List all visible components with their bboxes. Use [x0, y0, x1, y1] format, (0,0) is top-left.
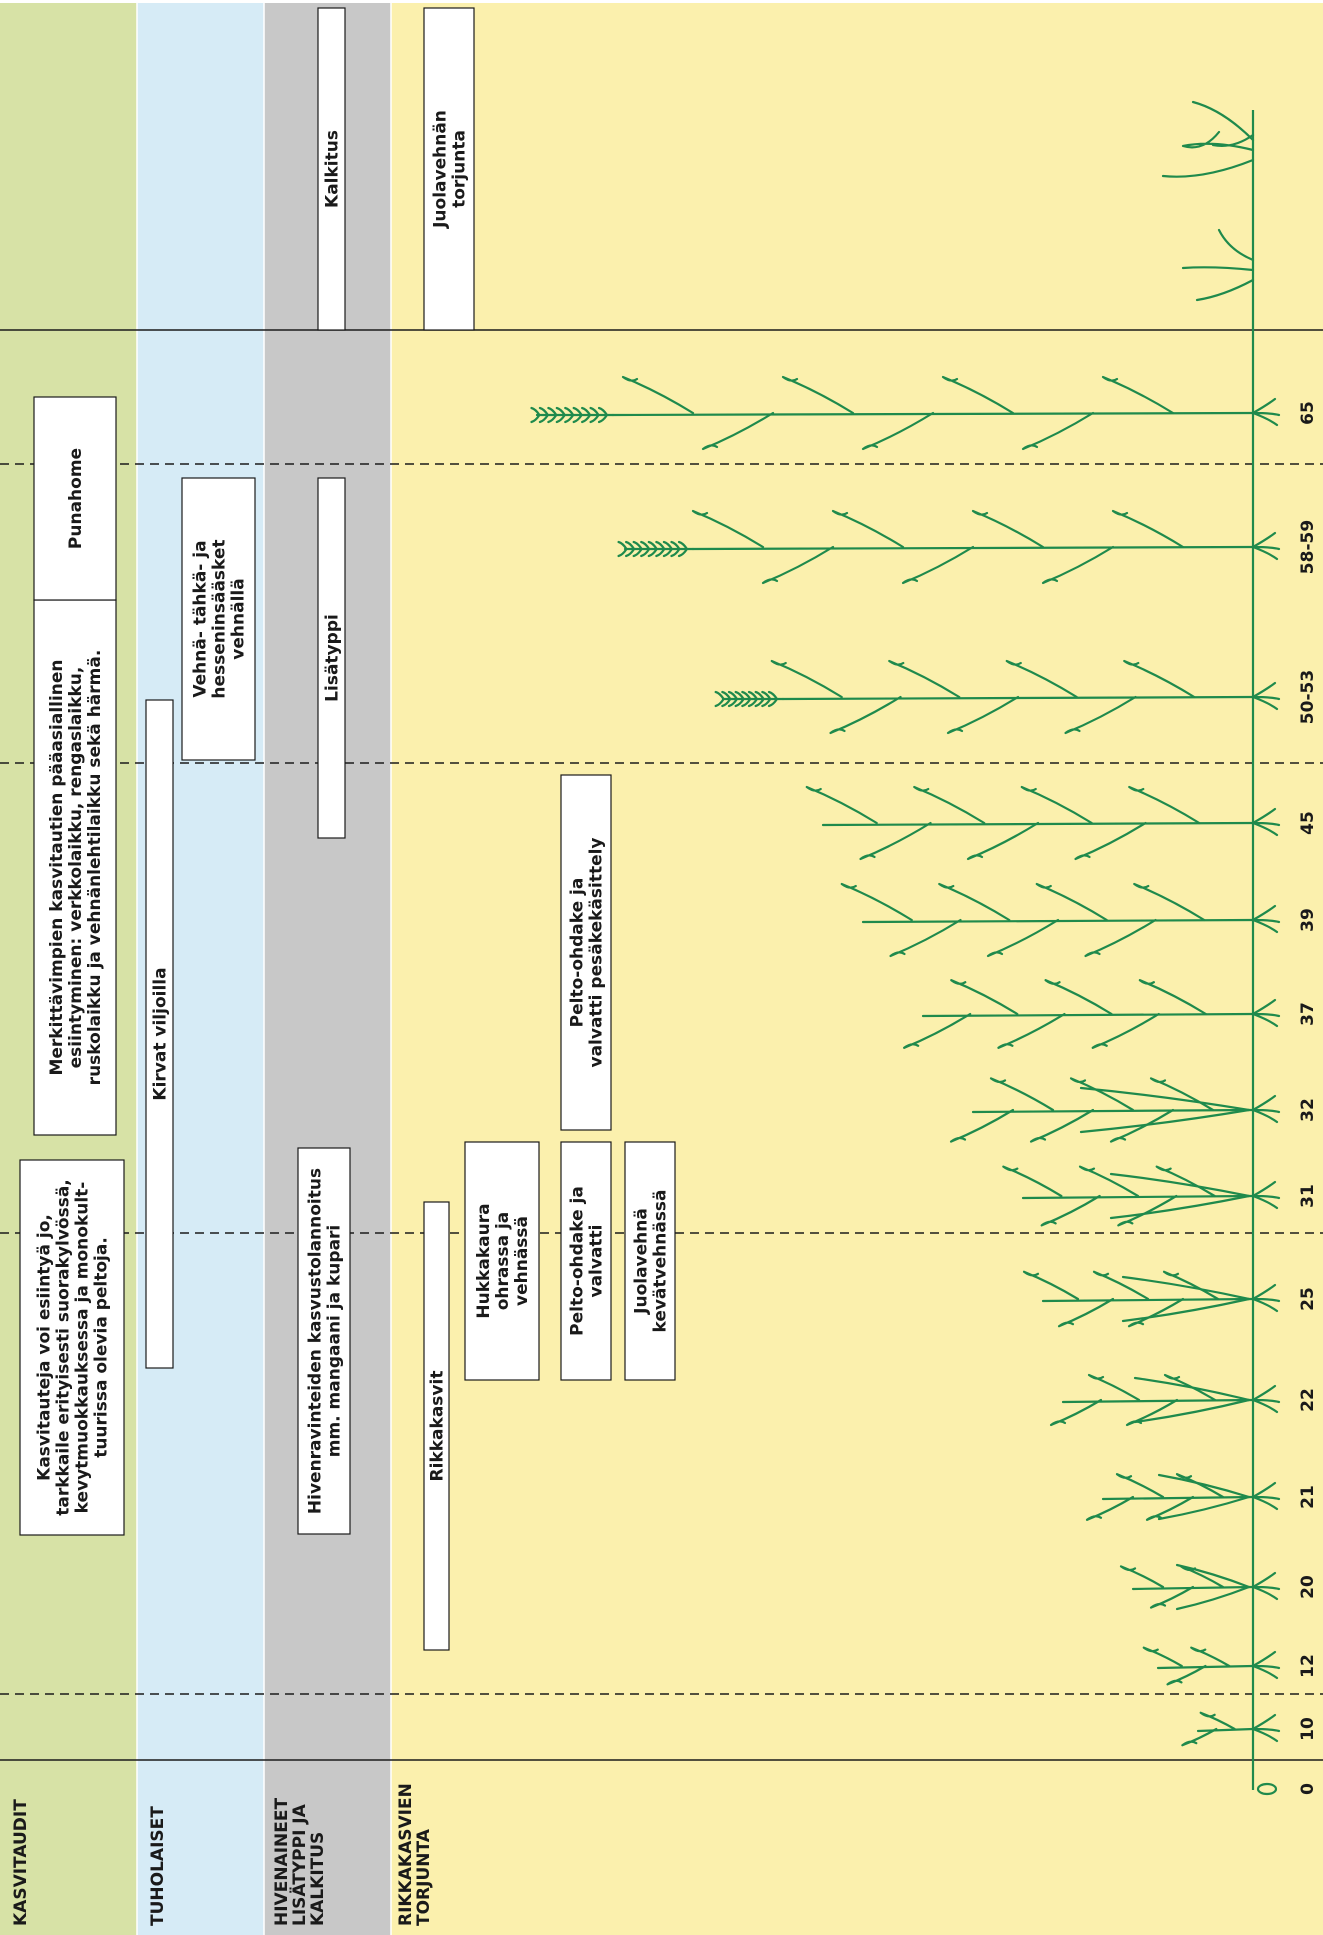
growth-stage-label-37: 37: [1298, 1002, 1318, 1026]
annotation-text-hivenaineet-3: Kalkitus: [323, 130, 343, 208]
growth-stage-label-32: 32: [1298, 1098, 1318, 1122]
wheat-plant-stage-65: [530, 375, 1281, 451]
wheat-plant-stage-58-59: [617, 509, 1281, 585]
growth-stage-label-20: 20: [1298, 1575, 1318, 1599]
annotation-text-kasvitaudit-1: Kasvitauteja voi esiintyä jo,tarkkaile e…: [35, 1179, 112, 1515]
svg-text:KALKITUS: KALKITUS: [308, 1832, 328, 1926]
band-label-kasvitaudit: KASVITAUDIT: [11, 1799, 31, 1926]
annotation-box-kasvitaudit-3: Punahome: [33, 396, 117, 601]
annotation-box-rikka-6: Juolavehnäntorjunta: [423, 7, 475, 331]
growth-stage-label-65: 65: [1298, 401, 1318, 425]
annotation-text-rikka-4: Juolavehnäkevätvehnässä: [632, 1189, 671, 1332]
band-label-rikkakasvien: RIKKAKASVIEN TORJUNTA: [396, 1783, 434, 1926]
growth-stage-label-50-53: 50-53: [1298, 670, 1318, 724]
couch-grass-icon: [1161, 100, 1255, 302]
svg-text:HIVENAINEET: HIVENAINEET: [272, 1798, 292, 1926]
annotation-text-tuholaiset-2: Vehnä- tähkä- jahesseninsääsketvehnällä: [191, 539, 249, 698]
annotation-text-hivenaineet-2: Lisätyppi: [323, 614, 343, 702]
annotation-box-hivenaineet-3: Kalkitus: [317, 7, 346, 331]
band-label-hivenaineet: HIVENAINEET LISÄTYPPI JA KALKITUS: [272, 1798, 328, 1926]
annotation-text-tuholaiset-1: Kirvat viljoilla: [151, 967, 171, 1100]
growth-stage-label-10: 10: [1298, 1717, 1318, 1741]
annotation-text-hivenaineet-1: Hivenravinteiden kasvustolannoitusmm. ma…: [306, 1168, 345, 1514]
wheat-plant-stage-32: [949, 1077, 1281, 1143]
growth-stage-label-0: 0: [1298, 1783, 1318, 1795]
annotation-box-tuholaiset-1: Kirvat viljoilla: [145, 699, 174, 1369]
growth-stage-label-58-59: 58-59: [1298, 520, 1318, 574]
annotation-text-kasvitaudit-2: Merkittävimpien kasvitautien pääasiallin…: [47, 650, 105, 1086]
annotation-text-kasvitaudit-3: Punahome: [66, 448, 86, 549]
wheat-plant-stage-45: [805, 785, 1281, 861]
annotation-box-hivenaineet-2: Lisätyppi: [317, 477, 346, 839]
growth-stage-label-45: 45: [1298, 811, 1318, 835]
annotation-box-tuholaiset-2: Vehnä- tähkä- jahesseninsääsketvehnällä: [181, 477, 256, 761]
wheat-plant-stage-50-53: [714, 659, 1281, 735]
svg-text:LISÄTYPPI JA: LISÄTYPPI JA: [288, 1803, 310, 1926]
annotation-box-kasvitaudit-2: Merkittävimpien kasvitautien pääasiallin…: [33, 599, 117, 1136]
wheat-plant-stage-22: [1049, 1373, 1281, 1427]
wheat-plant-stage-39: [840, 882, 1281, 958]
growth-stage-label-39: 39: [1298, 908, 1318, 932]
annotation-box-rikka-4: Juolavehnäkevätvehnässä: [624, 1141, 676, 1381]
annotation-box-kasvitaudit-1: Kasvitauteja voi esiintyä jo,tarkkaile e…: [19, 1159, 125, 1536]
annotation-box-rikka-3: Pelto-ohdake javalvatti: [560, 1141, 612, 1381]
wheat-plant-stage-31: [1002, 1165, 1281, 1227]
annotation-text-rikka-1: Rikkakasvit: [428, 1371, 448, 1482]
annotation-text-rikka-5: Pelto-ohdake javalvatti pesäkekäsittely: [568, 837, 607, 1067]
annotation-text-rikka-3: Pelto-ohdake javalvatti: [568, 1186, 607, 1336]
band-rikkakasvien: [391, 0, 1323, 1935]
wheat-plant-stage-25: [1022, 1270, 1281, 1328]
annotation-box-rikka-2: Hukkakauraohrassa javehnässä: [464, 1141, 540, 1381]
annotation-box-rikka-1: Rikkakasvit: [423, 1201, 450, 1651]
wheat-plant-stage-0: [1256, 1782, 1278, 1796]
band-label-tuholaiset: TUHOLAISET: [148, 1806, 168, 1926]
wheat-plant-stage-20: [1119, 1563, 1281, 1611]
annotation-text-rikka-6: Juolavehnäntorjunta: [431, 110, 470, 229]
annotation-box-rikka-5: Pelto-ohdake javalvatti pesäkekäsittely: [560, 774, 612, 1131]
seed-icon: [1256, 1782, 1278, 1796]
growth-stage-label-25: 25: [1298, 1287, 1318, 1311]
svg-text:TORJUNTA: TORJUNTA: [414, 1828, 434, 1926]
growth-stage-label-21: 21: [1298, 1485, 1318, 1509]
growth-stage-label-22: 22: [1298, 1388, 1318, 1412]
svg-text:RIKKAKASVIEN: RIKKAKASVIEN: [396, 1783, 416, 1926]
wheat-plant-stage-10: [1181, 1711, 1281, 1747]
wheat-plant-stage-37: [903, 979, 1281, 1049]
growth-stage-label-31: 31: [1298, 1184, 1318, 1208]
wheat-plant-stage-21: [1085, 1473, 1281, 1521]
annotation-text-rikka-2: Hukkakauraohrassa javehnässä: [474, 1203, 532, 1318]
growth-stage-label-12: 12: [1298, 1654, 1318, 1678]
annotation-box-hivenaineet-1: Hivenravinteiden kasvustolannoitusmm. ma…: [297, 1147, 351, 1535]
wheat-plant-stage-12: [1142, 1646, 1281, 1686]
